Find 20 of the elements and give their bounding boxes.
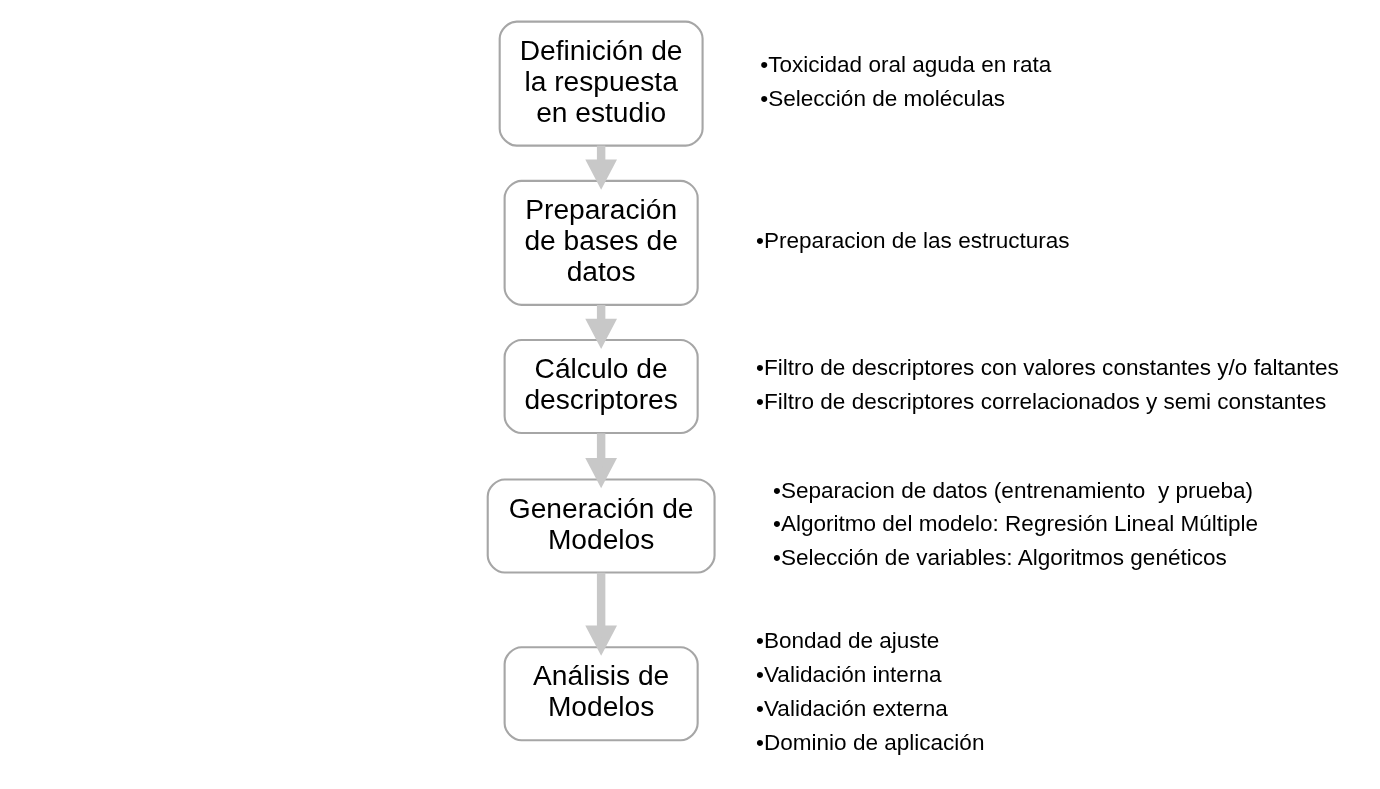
arrow <box>585 145 617 190</box>
node-label: •Toxicidad oral aguda en rata <box>760 51 1052 77</box>
node-box: Definición de la respuesta en estudio <box>498 20 704 147</box>
node-label: •Dominio de aplicación <box>756 729 985 755</box>
arrow <box>585 432 617 488</box>
node-label: •Filtro de descriptores con valores constantes y/o faltantes <box>756 354 1339 380</box>
node-box: Cálculo de descriptores <box>503 338 699 434</box>
node-box: Análisis de Modelos <box>503 645 699 741</box>
arrow <box>585 572 617 656</box>
node-box: Generación de Modelos <box>486 478 716 574</box>
node-label: •Filtro de descriptores correlacionados y semi constantes <box>756 388 1327 414</box>
node-label: •Algoritmo del modelo: Regresión Lineal Múltiple <box>773 510 1259 536</box>
node-label: •Selección de moléculas <box>760 85 1005 111</box>
node-label: •Separacion de datos (entrenamiento y prueba) <box>773 477 1254 503</box>
node-label: •Preparacion de las estructuras <box>756 227 1070 253</box>
node-box: Preparación de bases de datos <box>503 179 699 306</box>
node-label: •Selección de variables: Algoritmos genéticos <box>773 544 1227 570</box>
node-label: •Validación externa <box>756 695 948 721</box>
node-label: •Validación interna <box>756 661 942 687</box>
node-label: •Bondad de ajuste <box>756 627 940 653</box>
